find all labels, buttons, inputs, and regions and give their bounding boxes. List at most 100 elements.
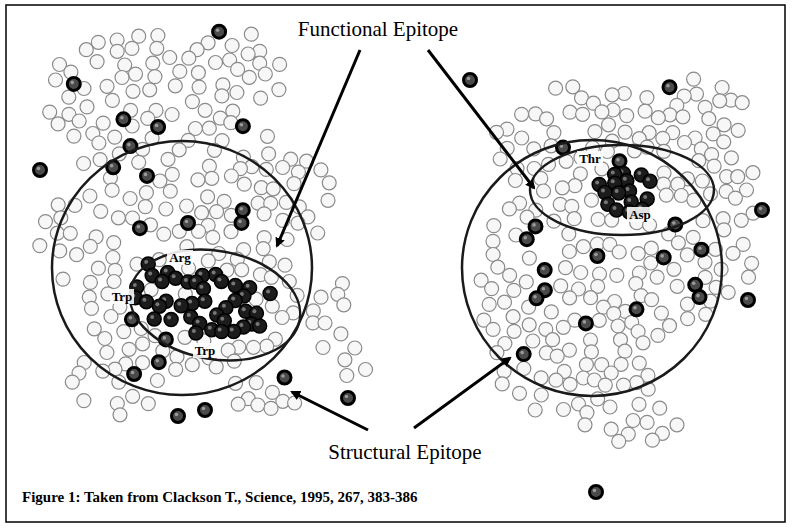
surface-atom	[165, 108, 179, 122]
atom-highlight	[626, 187, 630, 191]
surface-atom	[667, 262, 681, 276]
surface-atom	[663, 319, 677, 333]
atom-highlight	[216, 28, 220, 32]
surface-atom	[717, 135, 731, 149]
contact-atom	[128, 368, 141, 381]
surface-atom	[225, 39, 239, 53]
contact-atom	[213, 25, 226, 38]
contact-atom	[657, 251, 670, 264]
surface-atom	[493, 152, 507, 166]
structural-epitope-outline	[52, 141, 312, 395]
epitope-label: Functional Epitope	[295, 18, 461, 41]
atom-highlight	[137, 225, 141, 229]
epitope-atom	[214, 274, 228, 288]
surface-atom	[230, 86, 244, 100]
surface-atom	[486, 248, 500, 262]
surface-atom	[702, 112, 716, 126]
surface-atom	[650, 270, 664, 284]
surface-atom	[612, 434, 626, 448]
figure-caption: Figure 1: Taken from Clackson T., Scienc…	[22, 488, 418, 506]
atom-highlight	[142, 298, 146, 302]
atom-highlight	[185, 220, 189, 224]
atom-highlight	[611, 171, 615, 175]
surface-atom	[136, 337, 150, 351]
surface-atom	[138, 200, 152, 214]
surface-atom	[546, 333, 560, 347]
surface-atom	[126, 84, 140, 98]
surface-atom	[209, 360, 223, 374]
surface-atom	[593, 267, 607, 281]
surface-atom	[39, 215, 53, 229]
surface-atom	[287, 177, 301, 191]
surface-atom	[338, 353, 352, 367]
residue-label: Trp	[110, 289, 135, 304]
atom-highlight	[158, 278, 162, 282]
contact-atom	[464, 74, 477, 87]
surface-atom	[742, 270, 756, 284]
surface-atom	[150, 41, 164, 55]
atom-highlight	[201, 297, 205, 301]
surface-atom	[721, 285, 735, 299]
atom-highlight	[198, 271, 202, 275]
surface-atom	[506, 310, 520, 324]
surface-atom	[314, 163, 328, 177]
surface-atom	[191, 173, 205, 187]
surface-atom	[568, 179, 582, 193]
atom-highlight	[643, 195, 647, 199]
epitope-atom	[189, 326, 203, 340]
surface-atom	[172, 143, 186, 157]
atom-highlight	[175, 413, 179, 417]
surface-atom	[80, 100, 94, 114]
surface-atom	[125, 41, 139, 55]
surface-atom	[185, 358, 199, 372]
surface-atom	[715, 81, 729, 95]
surface-atom	[105, 93, 119, 107]
atom-highlight	[71, 81, 75, 85]
surface-atom	[256, 242, 270, 256]
surface-atom	[644, 256, 658, 270]
atom-highlight	[745, 297, 749, 301]
surface-atom	[91, 261, 105, 275]
surface-atom	[631, 247, 645, 261]
atom-highlight	[615, 189, 619, 193]
contact-atom	[742, 294, 755, 307]
atom-group	[33, 25, 769, 498]
surface-atom	[108, 130, 122, 144]
surface-atom	[584, 345, 598, 359]
surface-atom	[56, 272, 70, 286]
leader-arrow	[414, 358, 510, 428]
surface-atom	[191, 66, 205, 80]
surface-atom	[105, 183, 119, 197]
surface-atom	[210, 205, 224, 219]
atom-highlight	[601, 189, 605, 193]
surface-atom	[51, 198, 65, 212]
atom-highlight	[150, 315, 154, 319]
contact-atom	[517, 348, 530, 361]
contact-atom	[520, 233, 533, 246]
surface-atom	[340, 369, 354, 383]
atom-highlight	[633, 306, 637, 310]
surface-atom	[550, 349, 564, 363]
surface-atom	[261, 129, 275, 143]
surface-atom	[695, 174, 709, 188]
atom-highlight	[666, 84, 670, 88]
surface-atom	[605, 88, 619, 102]
surface-atom	[231, 397, 245, 411]
surface-atom	[262, 147, 276, 161]
atom-highlight	[467, 77, 471, 81]
contact-atom	[67, 77, 80, 90]
surface-atom	[79, 43, 93, 57]
atom-highlight	[220, 317, 224, 321]
surface-atom	[603, 400, 617, 414]
atom-highlight	[230, 327, 234, 331]
atom-highlight	[627, 198, 631, 202]
surface-atom	[519, 275, 533, 289]
surface-atom	[251, 398, 265, 412]
surface-atom	[321, 193, 335, 207]
surface-atom	[555, 181, 569, 195]
atom-highlight	[148, 271, 152, 275]
surface-atom	[567, 212, 581, 226]
surface-atom	[713, 94, 727, 108]
surface-atom	[150, 374, 164, 388]
surface-atom	[65, 375, 79, 389]
